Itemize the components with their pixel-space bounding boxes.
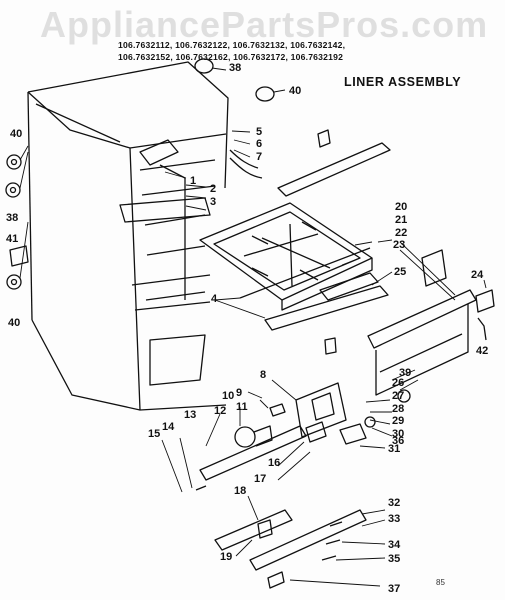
light-housing	[295, 382, 411, 445]
callout-13: 13	[184, 409, 196, 421]
light-bulb-assembly	[234, 403, 286, 448]
callout-41: 41	[6, 233, 18, 245]
callout-35: 35	[388, 553, 400, 565]
front-trim	[367, 249, 495, 396]
callout-1: 1	[190, 175, 196, 187]
callout-11: 11	[236, 401, 248, 413]
callout-33: 33	[388, 513, 400, 525]
callout-37: 37	[388, 583, 400, 595]
callout-40-lower-left: 40	[8, 317, 20, 329]
callout-6: 6	[256, 138, 262, 150]
lower-trim	[195, 425, 367, 589]
callout-19: 19	[220, 551, 232, 563]
callout-8: 8	[260, 369, 266, 381]
callout-25: 25	[394, 266, 406, 278]
callout-32: 32	[388, 497, 400, 509]
callout-40-upper-left: 40	[10, 128, 22, 140]
callout-28: 28	[392, 403, 404, 415]
callout-12: 12	[214, 405, 226, 417]
callout-labels: 1 2 3 4 5 6 7 8 9 10 11 12 13 14 15 16 1…	[6, 62, 488, 595]
callout-31: 31	[388, 443, 400, 455]
top-rail	[139, 129, 391, 197]
callout-16: 16	[268, 457, 280, 469]
callout-10: 10	[222, 390, 234, 402]
callout-34: 34	[388, 539, 401, 551]
watermark: AppliancePartsPros.com	[40, 4, 489, 45]
callout-3: 3	[210, 196, 216, 208]
callout-9: 9	[236, 387, 242, 399]
callout-23: 23	[393, 239, 405, 251]
callout-40: 40	[289, 85, 301, 97]
shelf-frame	[199, 202, 373, 311]
callout-17: 17	[254, 473, 266, 485]
callout-38-left: 38	[6, 212, 18, 224]
callout-27: 27	[392, 390, 404, 402]
callout-26: 26	[392, 377, 404, 389]
callout-29: 29	[392, 415, 404, 427]
crisper-tray	[264, 272, 389, 355]
callout-21: 21	[395, 214, 407, 226]
page-code: 85	[436, 578, 445, 587]
callout-30: 30	[392, 428, 404, 440]
callout-2: 2	[210, 183, 216, 195]
callout-24: 24	[471, 269, 484, 281]
callout-36: 36	[392, 435, 404, 447]
callout-15: 15	[148, 428, 160, 440]
liner-cabinet	[27, 61, 229, 411]
leader-lines	[19, 67, 487, 587]
model-numbers-line-1: 106.7632112, 106.7632122, 106.7632132, 1…	[118, 40, 346, 50]
callout-14: 14	[162, 421, 175, 433]
callout-5: 5	[256, 126, 262, 138]
diagram-title: LINER ASSEMBLY	[344, 75, 462, 89]
callout-22: 22	[395, 227, 407, 239]
callout-18: 18	[234, 485, 246, 497]
callout-42: 42	[476, 345, 488, 357]
callout-38: 38	[229, 62, 241, 74]
callout-20: 20	[395, 201, 407, 213]
callout-39: 39	[399, 367, 411, 379]
callout-7: 7	[256, 151, 262, 163]
model-numbers-line-2: 106.7632152, 106.7632162, 106.7632172, 1…	[118, 52, 344, 62]
callout-4: 4	[211, 293, 218, 305]
left-fasteners	[5, 58, 275, 290]
